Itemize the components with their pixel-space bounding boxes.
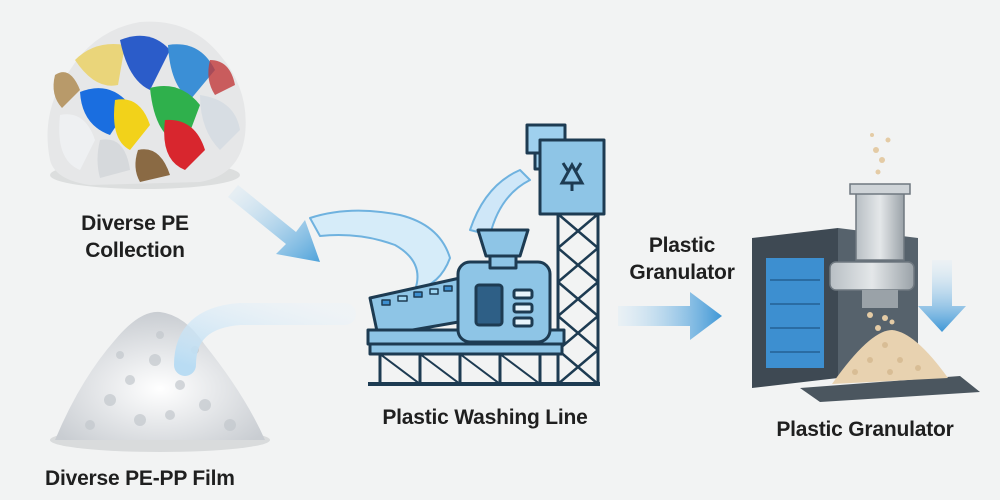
pe-pp-film-pile bbox=[50, 311, 270, 452]
pe-collection-pile bbox=[47, 21, 246, 189]
label-washing-line: Plastic Washing Line bbox=[382, 406, 588, 429]
label-flow-granulator-line1: Plastic bbox=[648, 234, 716, 257]
arrow-film-to-washer bbox=[174, 303, 356, 376]
recycle-icon bbox=[559, 161, 585, 191]
washing-line-machine bbox=[309, 123, 606, 386]
arrow-pe-to-washer bbox=[228, 185, 320, 262]
granulator-panel bbox=[766, 258, 824, 368]
granulator-machine bbox=[752, 133, 980, 402]
arrow-washer-to-granulator bbox=[618, 292, 722, 340]
label-pe-collection-line1: Diverse PE bbox=[81, 212, 189, 235]
label-pe-collection: Diverse PE Collection bbox=[55, 210, 215, 264]
label-flow-granulator-line2: Granulator bbox=[629, 261, 735, 284]
label-pe-collection-line2: Collection bbox=[85, 239, 185, 262]
label-pe-pp-film: Diverse PE-PP Film bbox=[45, 467, 235, 490]
label-granulator: Plastic Granulator bbox=[776, 418, 954, 441]
arrow-granulator-down bbox=[918, 260, 966, 332]
label-flow-granulator: Plastic Granulator bbox=[612, 232, 752, 286]
